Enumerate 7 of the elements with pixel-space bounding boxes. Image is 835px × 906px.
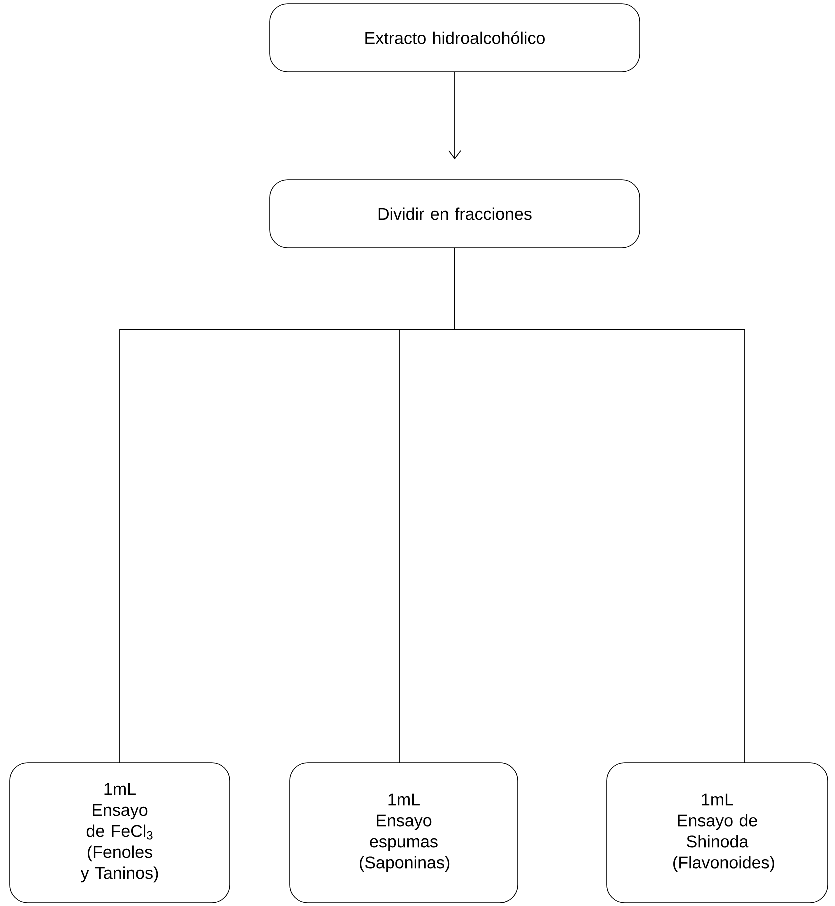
test-box: 1mL Ensayo de FeCl$_{3}$ (Fenoles y Taninos) <box>10 762 230 904</box>
connector-line <box>454 248 746 764</box>
arrow <box>448 72 462 160</box>
process-box: Dividir en fracciones <box>270 180 640 248</box>
test-box: 1mL Ensayo de Shinoda (Flavonoides) <box>606 762 828 904</box>
process-box: Extracto hidroalcohólico <box>270 4 640 72</box>
test-box: 1mL Ensayo espumas (Saponinas) <box>290 762 518 904</box>
